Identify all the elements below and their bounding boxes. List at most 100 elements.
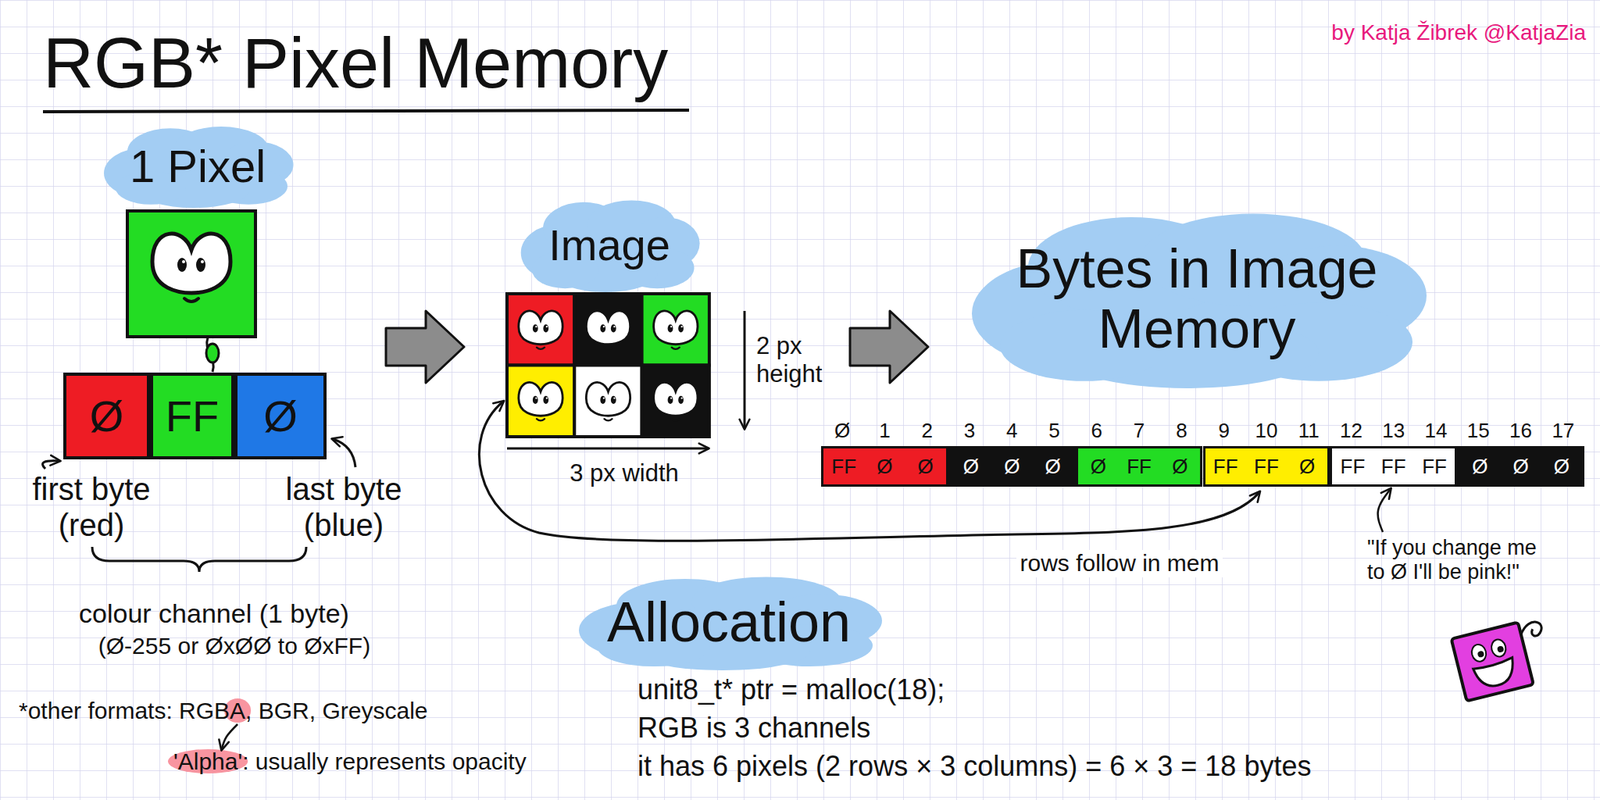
- memory-byte-group: FFFFFF: [1329, 446, 1458, 487]
- node-text: Ø: [1159, 455, 1200, 479]
- byte-index: 9: [1217, 419, 1229, 443]
- memory-byte-group: FFFFØ: [1203, 446, 1331, 487]
- text-group: FF: [165, 392, 219, 441]
- title-underline: [42, 110, 690, 112]
- node-text: Ø: [950, 455, 992, 479]
- byte-index: 12: [1339, 419, 1363, 443]
- byte-index: 3: [964, 419, 975, 443]
- image-pixel: [507, 293, 575, 366]
- node-text: Ø: [1078, 455, 1119, 479]
- pixel-face: [653, 310, 698, 350]
- heading-cloud: Bytes in Image Memory: [962, 210, 1432, 389]
- node-text: FF: [1332, 455, 1373, 479]
- title: RGB* Pixel Memory: [42, 25, 668, 103]
- node-text: FF: [823, 455, 865, 479]
- character-pupil: [1496, 645, 1505, 654]
- heading-cloud: Allocation: [572, 575, 886, 671]
- text-group: ØØØ: [950, 455, 1074, 479]
- text-group: Ø: [89, 392, 125, 441]
- dimension-label: 3 px width: [569, 459, 679, 488]
- byte-index: 13: [1382, 419, 1405, 443]
- image-grid: [507, 293, 710, 437]
- memory-byte-group: ØØØ: [1457, 446, 1585, 487]
- arrow-label: rows follow in mem: [1016, 550, 1222, 578]
- flow-arrow: [385, 310, 465, 383]
- dimension-label: 2 px height: [756, 332, 835, 388]
- character-grin: [1472, 657, 1518, 691]
- node-text: Ø: [1459, 455, 1500, 479]
- character-pupil: [1477, 650, 1486, 658]
- node-text: 1 Pixel: [129, 141, 266, 192]
- byte-index: 16: [1509, 419, 1533, 443]
- pixel-face: [518, 382, 563, 421]
- node-text: FF: [1246, 455, 1287, 479]
- node-text: Image: [548, 221, 671, 270]
- text-group: FFØØ: [823, 455, 947, 479]
- flow-arrow: [850, 310, 929, 383]
- byte-index: 17: [1551, 419, 1575, 443]
- dimension-arrow: [743, 310, 747, 429]
- byte-index: 2: [921, 419, 933, 443]
- pixel-square: [127, 210, 256, 337]
- node-text: FF: [1205, 455, 1247, 479]
- heading-cloud: Image: [517, 198, 702, 293]
- byte-index: 11: [1298, 419, 1320, 443]
- text-group: FFFFFF: [1332, 455, 1455, 479]
- text-group: 1 Pixel: [129, 141, 266, 192]
- pointer-label: first byte (red): [9, 471, 174, 543]
- text-group: Ø: [263, 392, 298, 441]
- byte-index: Ø: [834, 419, 850, 443]
- channel-byte: FF: [150, 372, 235, 460]
- byte-index: 10: [1254, 419, 1278, 443]
- pixel-face: [585, 382, 630, 421]
- image-pixel: [574, 293, 642, 366]
- byte-index: 15: [1467, 419, 1490, 443]
- image-pixel: [642, 293, 710, 366]
- node-text: Ø: [991, 455, 1033, 479]
- text-group: ØFFØ: [1078, 455, 1201, 479]
- node-text: Ø: [905, 455, 947, 479]
- memory-byte-group: ØØØ: [948, 446, 1076, 487]
- image-pixel: [507, 365, 575, 438]
- text-group: FFFFØ: [1205, 455, 1329, 479]
- node-text: FF: [1373, 455, 1415, 479]
- node-text: FF: [1414, 455, 1455, 479]
- pointer-arrow: [42, 460, 60, 469]
- node-text: FF: [1118, 455, 1160, 479]
- alpha-note: 'Alpha': usually represents opacity: [173, 748, 527, 776]
- byte-index: 4: [1006, 419, 1018, 443]
- image-pixel: [574, 365, 642, 438]
- pixel-face: [152, 233, 231, 302]
- node-text: Bytes in Image Memory: [1009, 239, 1385, 360]
- character-eye: [1470, 642, 1489, 664]
- heading-cloud: 1 Pixel: [100, 125, 296, 208]
- node-text: Ø: [864, 455, 905, 479]
- byte-index: 7: [1133, 419, 1145, 443]
- pointer-arrow: [221, 724, 238, 750]
- channel-byte: Ø: [234, 372, 327, 460]
- channel-byte: Ø: [63, 372, 150, 460]
- author-credit: by Katja Žibrek @KatjaZia: [1331, 20, 1586, 46]
- node-text: Ø: [1500, 455, 1541, 479]
- byte-index: 5: [1048, 419, 1060, 443]
- image-pixel: [642, 365, 710, 438]
- character-eye: [1489, 638, 1508, 659]
- code-line: unit8_t* ptr = malloc(18);: [637, 673, 945, 706]
- rows-arrow: [478, 401, 1260, 541]
- pointer-arrow: [1378, 489, 1391, 533]
- byte-index: 1: [878, 419, 890, 443]
- node-text: FF: [165, 392, 219, 441]
- text-group: Allocation: [607, 591, 851, 654]
- text-group: Bytes in Image Memory: [1009, 239, 1385, 360]
- pointer-label: last byte (blue): [261, 471, 426, 543]
- character-body: [1451, 622, 1534, 702]
- memory-byte-group: FFØØ: [821, 446, 949, 487]
- node-text: Ø: [1541, 455, 1583, 479]
- speech-text: "If you change me to Ø I'll be pink!": [1367, 535, 1559, 585]
- node-text: Ø: [263, 392, 298, 441]
- pixel-face: [518, 310, 563, 350]
- pixel-leaf: [206, 343, 219, 363]
- value-range-note: (Ø-255 or ØxØØ to ØxFF): [98, 632, 371, 661]
